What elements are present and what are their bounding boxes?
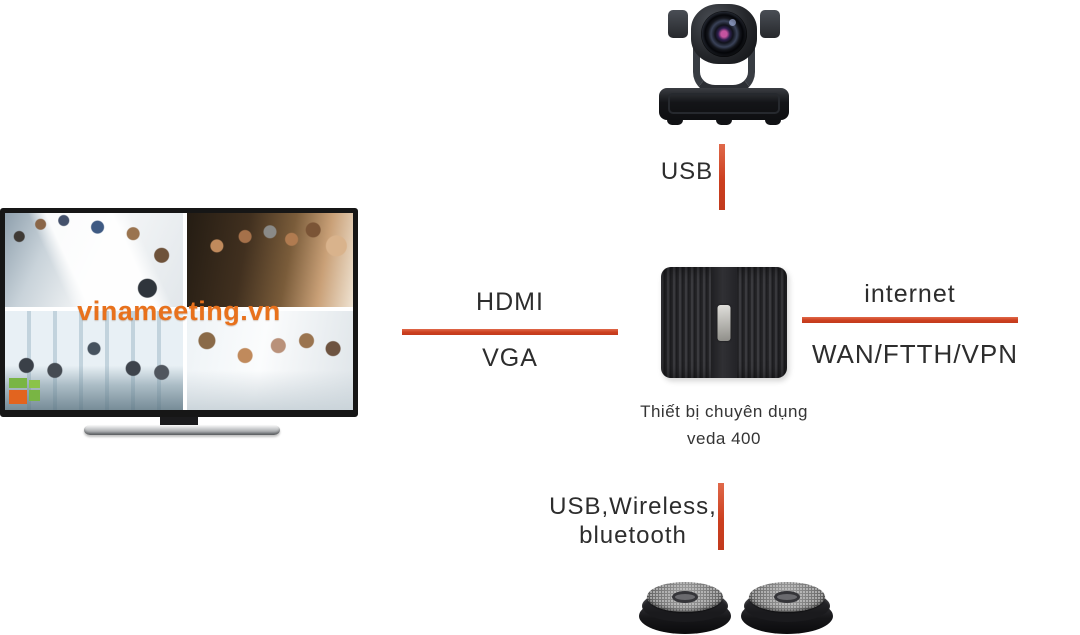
hdmi-label: HDMI [476,288,544,316]
veda-400-device [661,267,787,378]
camera-device-connector-line [719,144,725,210]
camera-lens [701,11,747,57]
logo-square-green-small [29,380,40,388]
tv-watermark: vinameeting.vn [77,296,281,326]
meeting-scene-top-left [5,213,183,307]
usb-label: USB [660,158,714,185]
camera-head [691,4,757,64]
meeting-scene-top-right [187,213,353,307]
camera-bracket-left [668,10,688,38]
speakerphone-left [639,582,731,634]
audio-label-line1: USB,Wireless, [549,493,717,520]
camera-foot [716,118,732,125]
tv-stand-neck [160,417,198,426]
logo-square-orange [9,390,27,404]
tv-corner-logo [9,378,41,405]
speakerphone-right [741,582,833,634]
meeting-scene-bottom-right [187,311,353,410]
tv-screen: vinameeting.vn [0,208,358,417]
ptz-camera [659,4,789,126]
vga-label: VGA [482,344,538,372]
wan-ftth-vpn-label: WAN/FTTH/VPN [811,339,1019,369]
device-center-band [711,267,737,378]
tv-device-connector-line [402,329,618,335]
tv-stand-base [84,425,280,435]
camera-base [659,88,789,120]
device-caption-line2: veda 400 [687,429,761,448]
camera-foot [765,118,781,125]
device-caption-line1: Thiết bị chuyên dụng [640,402,808,421]
speakerphone-grille [749,582,825,612]
logo-square-green-top [9,378,27,388]
tv-display: vinameeting.vn [0,208,358,436]
device-internet-connector-line [802,317,1018,323]
audio-connection-label: USB,Wireless, bluetooth [532,492,734,550]
camera-foot [667,118,683,125]
audio-label-line2: bluetooth [579,522,687,549]
speakerphone-center-button [774,591,800,603]
logo-square-green-bottom [29,390,40,401]
device-speakerphone-connector-line [718,483,724,550]
internet-label: internet [864,280,956,308]
speakerphone-grille [647,582,723,612]
device-power-button [717,305,731,341]
camera-bracket-right [760,10,780,38]
speakerphone-center-button [672,591,698,603]
